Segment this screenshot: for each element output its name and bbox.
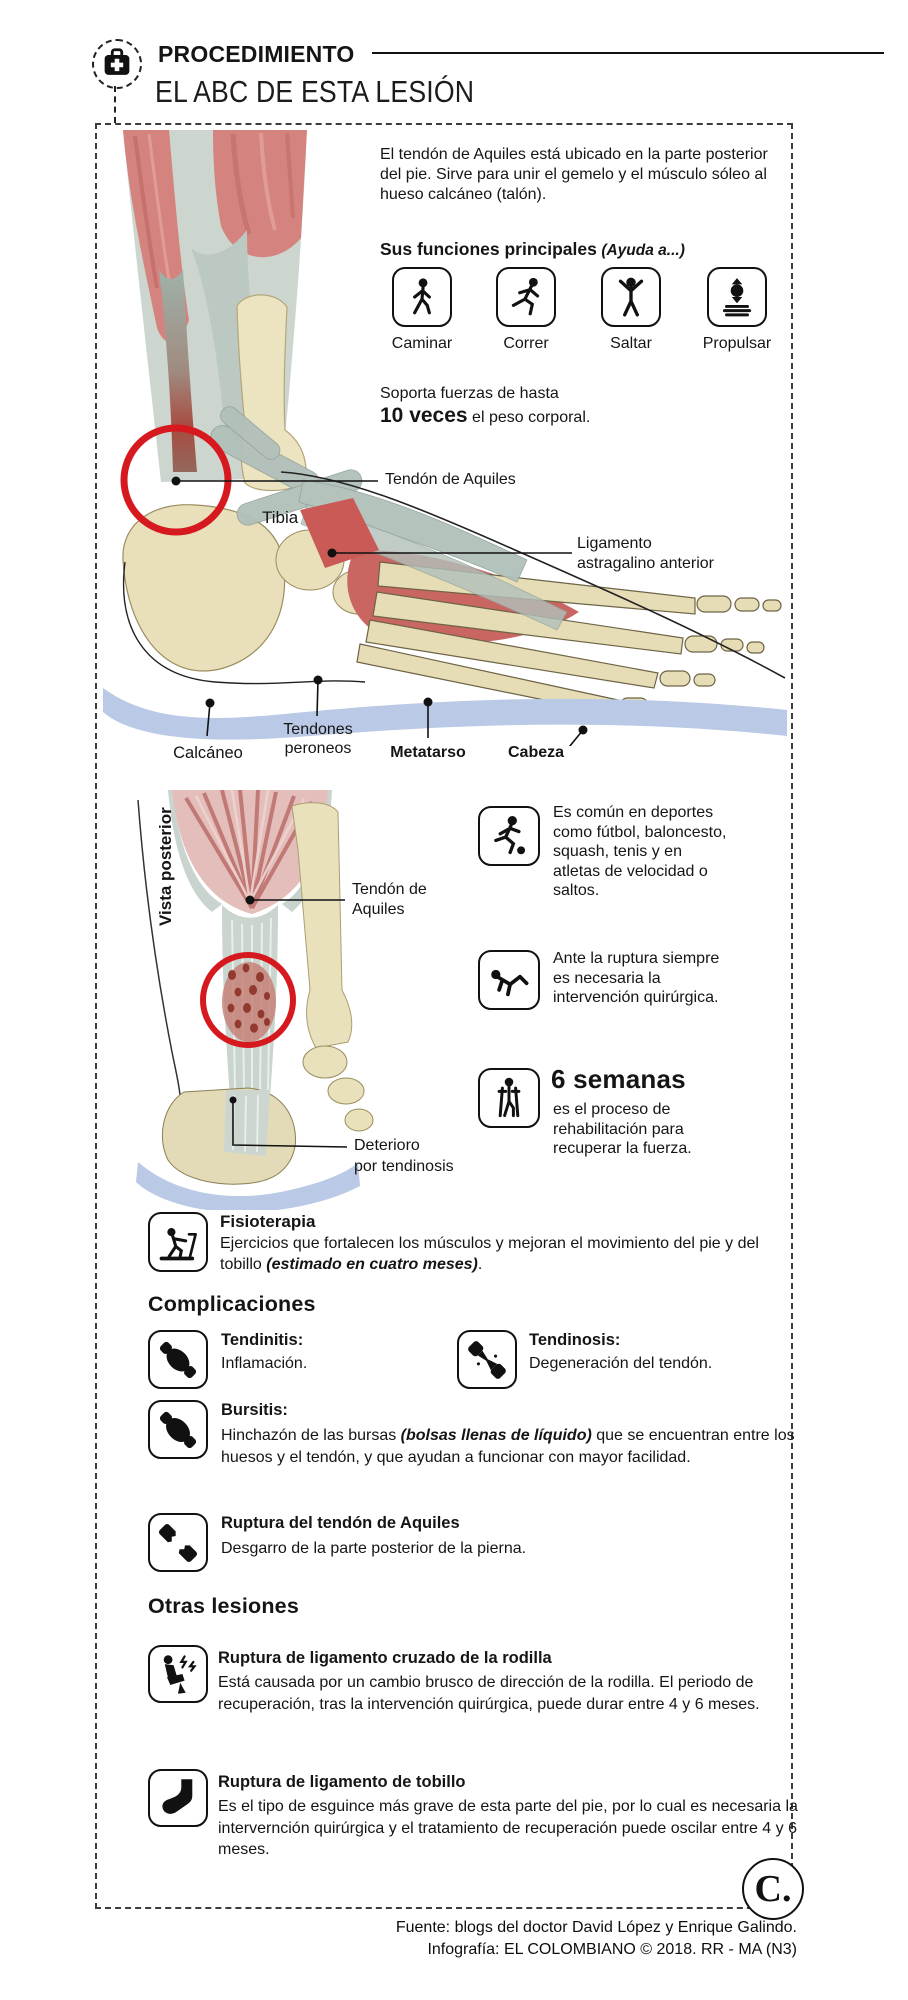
- ruptura-text: Desgarro de la parte posterior de la pie…: [221, 1540, 527, 1557]
- tobillo-box: [148, 1769, 208, 1827]
- function-box-saltar: [601, 267, 661, 327]
- label-ligament: Ligamento astragalino anterior: [577, 535, 714, 572]
- tendinosis-icon: [468, 1340, 506, 1379]
- medkit-icon: [104, 48, 130, 75]
- footer-source: Fuente: blogs del doctor David López y E…: [395, 1919, 797, 1936]
- run-icon: [511, 277, 540, 316]
- content-frame: [95, 123, 793, 1909]
- label-peroneos: Tendones peroneos: [283, 721, 353, 757]
- ankle-foot-icon: [162, 1779, 193, 1814]
- tendinitis-text: Inflamación.: [221, 1355, 308, 1372]
- otras-lesiones-heading: Otras lesiones: [148, 1594, 299, 1618]
- function-box-caminar: [392, 267, 452, 327]
- walk-icon: [413, 278, 431, 315]
- fact-box-rehab: [478, 1068, 540, 1128]
- tendinitis-title: Tendinitis:: [221, 1331, 304, 1349]
- function-label-propulsar: Propulsar: [702, 335, 772, 352]
- fact-surgery-text: Ante la ruptura siempre es necesaria la …: [553, 950, 720, 1006]
- fact-rehab-text: es el proceso de rehabilitación para rec…: [553, 1101, 692, 1157]
- rehab-duration: 6 semanas: [551, 1064, 686, 1094]
- soccer-icon: [494, 815, 526, 855]
- jump-icon: [618, 277, 644, 317]
- page-title: EL ABC DE ESTA LESIÓN: [155, 74, 475, 109]
- force-intro: Soporta fuerzas de hasta: [380, 385, 559, 402]
- complicaciones-heading: Complicaciones: [148, 1292, 316, 1316]
- label-deterioro: Deterioro por tendinosis: [354, 1137, 454, 1175]
- label-cabeza: Cabeza: [507, 744, 565, 761]
- posterior-side-label: Vista posterior: [156, 807, 175, 926]
- label-achilles-posterior: Tendón de Aquiles: [352, 881, 427, 918]
- posterior-view-illustration: [136, 790, 374, 1210]
- functions-heading: Sus funciones principales (Ayuda a...): [380, 239, 685, 259]
- function-box-correr: [496, 267, 556, 327]
- force-rest: el peso corporal.: [467, 409, 591, 426]
- function-label-saltar: Saltar: [610, 335, 652, 352]
- label-calcaneo: Calcáneo: [173, 744, 243, 762]
- ruptura-title: Ruptura del tendón de Aquiles: [221, 1514, 460, 1532]
- function-label-caminar: Caminar: [391, 335, 453, 352]
- function-box-propulsar: [707, 267, 767, 327]
- knee-injury-icon: [163, 1655, 197, 1694]
- fallen-icon: [491, 969, 529, 997]
- footer-credit: Infografía: EL COLOMBIANO © 2018. RR - M…: [427, 1941, 797, 1958]
- fisio-note: (estimado en cuatro meses): [266, 1256, 478, 1273]
- label-achilles-tendon: Tendón de Aquiles: [385, 471, 516, 488]
- function-label-correr: Correr: [503, 335, 549, 352]
- tobillo-title: Ruptura de ligamento de tobillo: [218, 1773, 466, 1791]
- fisio-title: Fisioterapia: [220, 1212, 316, 1231]
- force-line: 10 veces el peso corporal.: [380, 404, 590, 428]
- brand-logo: C.: [742, 1858, 804, 1920]
- tendinitis-icon: [159, 1341, 197, 1378]
- propel-icon: [722, 278, 752, 317]
- fact-box-surgery: [478, 950, 540, 1010]
- intro-text: El tendón de Aquiles está ubicado en la …: [380, 146, 768, 203]
- functions-note: (Ayuda a...): [601, 242, 685, 259]
- kicker: PROCEDIMIENTO: [158, 41, 355, 67]
- ruptura-box: [148, 1513, 208, 1572]
- tendinosis-title: Tendinosis:: [529, 1331, 621, 1349]
- crutches-icon: [497, 1077, 521, 1118]
- lateral-foot-illustration: [103, 130, 787, 746]
- fisio-text: Ejercicios que fortalecen los músculos y…: [220, 1235, 759, 1273]
- tendinosis-box: [457, 1330, 517, 1389]
- rodilla-box: [148, 1645, 208, 1703]
- tendinitis-box: [148, 1330, 208, 1389]
- torn-tendon-icon: [158, 1523, 198, 1562]
- tendinosis-text: Degeneración del tendón.: [529, 1355, 713, 1372]
- bursitis-title: Bursitis:: [221, 1401, 288, 1419]
- header-rule: [372, 52, 884, 54]
- bursitis-box: [148, 1400, 208, 1459]
- treadmill-icon: [159, 1228, 197, 1261]
- connector-line: [114, 86, 116, 123]
- label-tibia: Tibia: [262, 508, 299, 527]
- tobillo-text: Es el tipo de esguince más grave de esta…: [218, 1798, 798, 1858]
- rodilla-title: Ruptura de ligamento cruzado de la rodil…: [218, 1649, 552, 1667]
- footer: Fuente: blogs del doctor David López y E…: [277, 1917, 797, 1961]
- force-value: 10 veces: [380, 404, 468, 427]
- fact-box-sports: [478, 806, 540, 866]
- label-metatarso: Metatarso: [390, 744, 466, 761]
- fisio-box: [148, 1212, 208, 1272]
- bursitis-text: Hinchazón de las bursas (bolsas llenas d…: [221, 1427, 795, 1466]
- rodilla-text: Está causada por un cambio brusco de dir…: [218, 1674, 760, 1713]
- medkit-badge: [92, 39, 142, 89]
- bursitis-note: (bolsas llenas de líquido): [400, 1427, 592, 1444]
- fact-sports-text: Es común en deportes como fútbol, balonc…: [553, 804, 727, 899]
- bursitis-icon: [159, 1411, 197, 1448]
